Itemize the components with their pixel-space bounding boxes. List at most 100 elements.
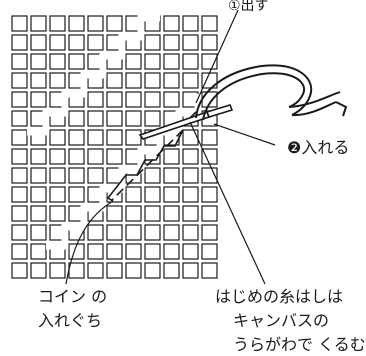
label-thread-note-line2: キャンバスの (233, 311, 329, 330)
grid-cell (125, 262, 142, 279)
grid-cell (201, 243, 218, 260)
grid-cell (201, 205, 218, 222)
grid-cell (49, 148, 66, 165)
grid-cell (106, 15, 123, 32)
grid-cell (30, 243, 47, 260)
grid-cell (30, 205, 47, 222)
grid-cell (11, 15, 28, 32)
grid-cell (30, 167, 47, 184)
label-thread-note-line3: うらがわで くるむ (233, 335, 366, 354)
grid-cell (125, 91, 142, 108)
grid-cell (201, 129, 218, 146)
grid-cell (106, 91, 123, 108)
grid-cell (30, 34, 47, 51)
label-step1: ①出す (228, 0, 269, 14)
grid-cell (163, 34, 180, 51)
grid-cell (87, 148, 104, 165)
grid-cell (30, 15, 47, 32)
label-thread-note-line1: はじめの糸はしは (215, 287, 343, 306)
grid-cell (144, 243, 161, 260)
grid-cell (87, 91, 104, 108)
grid-cell (201, 186, 218, 203)
grid-cell (11, 34, 28, 51)
grid-cell (125, 72, 142, 89)
grid-cell (11, 72, 28, 89)
grid-cell (11, 110, 28, 127)
grid-cell (144, 224, 161, 241)
grid-cell (87, 262, 104, 279)
grid-cell (182, 224, 199, 241)
grid-cell (11, 148, 28, 165)
grid-cell (144, 262, 161, 279)
grid-cell (163, 15, 180, 32)
grid-cell (30, 91, 47, 108)
leader-lines (65, 9, 276, 285)
grid-cell (106, 243, 123, 260)
grid-cell (11, 129, 28, 146)
grid-cell (163, 243, 180, 260)
needle (138, 104, 234, 140)
grid-cell (11, 262, 28, 279)
grid-cell (201, 262, 218, 279)
grid-cell (11, 243, 28, 260)
grid-cell (87, 34, 104, 51)
grid-cell (125, 186, 142, 203)
grid-cell (163, 91, 180, 108)
grid-cell (49, 205, 66, 222)
grid-cell (106, 110, 123, 127)
grid-cell (163, 53, 180, 70)
grid-cell (163, 262, 180, 279)
grid-cell (106, 205, 123, 222)
grid-cell (106, 148, 123, 165)
grid-cell (49, 72, 66, 89)
grid-cell (106, 262, 123, 279)
grid-cell (30, 148, 47, 165)
grid-cell (11, 205, 28, 222)
grid-cell (49, 129, 66, 146)
grid-cell (144, 205, 161, 222)
grid-cell (68, 186, 85, 203)
grid-cell (68, 110, 85, 127)
grid-cell (182, 34, 199, 51)
grid-cell (30, 224, 47, 241)
grid-cell (68, 148, 85, 165)
grid-cell (49, 262, 66, 279)
label-coin-slot-line1: コイン の (38, 287, 107, 306)
grid-cell (11, 186, 28, 203)
grid-cell (30, 262, 47, 279)
grid-cell (87, 129, 104, 146)
grid-cell (11, 91, 28, 108)
grid-cell (49, 186, 66, 203)
grid-cell (144, 186, 161, 203)
grid-cell (201, 15, 218, 32)
grid-cell (163, 186, 180, 203)
grid-cell (68, 34, 85, 51)
grid-cell (11, 167, 28, 184)
grid-cell (49, 167, 66, 184)
grid-cell (49, 15, 66, 32)
grid-cell (182, 243, 199, 260)
grid-cell (49, 34, 66, 51)
grid-cell (68, 262, 85, 279)
grid-cell (144, 34, 161, 51)
grid-cell (68, 129, 85, 146)
grid-cell (68, 167, 85, 184)
label-step2: ❷入れる (287, 138, 349, 157)
grid-cell (182, 262, 199, 279)
grid-cell (125, 129, 142, 146)
stitch-path-upper (27, 14, 160, 136)
thread (195, 64, 348, 121)
grid-cell (182, 148, 199, 165)
grid-cell (182, 186, 199, 203)
grid-cell (125, 110, 142, 127)
grid-cell (87, 167, 104, 184)
grid-cell (30, 186, 47, 203)
grid-cell (30, 53, 47, 70)
grid-cell (87, 243, 104, 260)
grid-cell (182, 15, 199, 32)
grid-cell (163, 148, 180, 165)
grid-cell (182, 205, 199, 222)
grid-cell (163, 205, 180, 222)
label-coin-slot: コイン の 入れぐち (38, 287, 112, 330)
grid-cell (49, 53, 66, 70)
